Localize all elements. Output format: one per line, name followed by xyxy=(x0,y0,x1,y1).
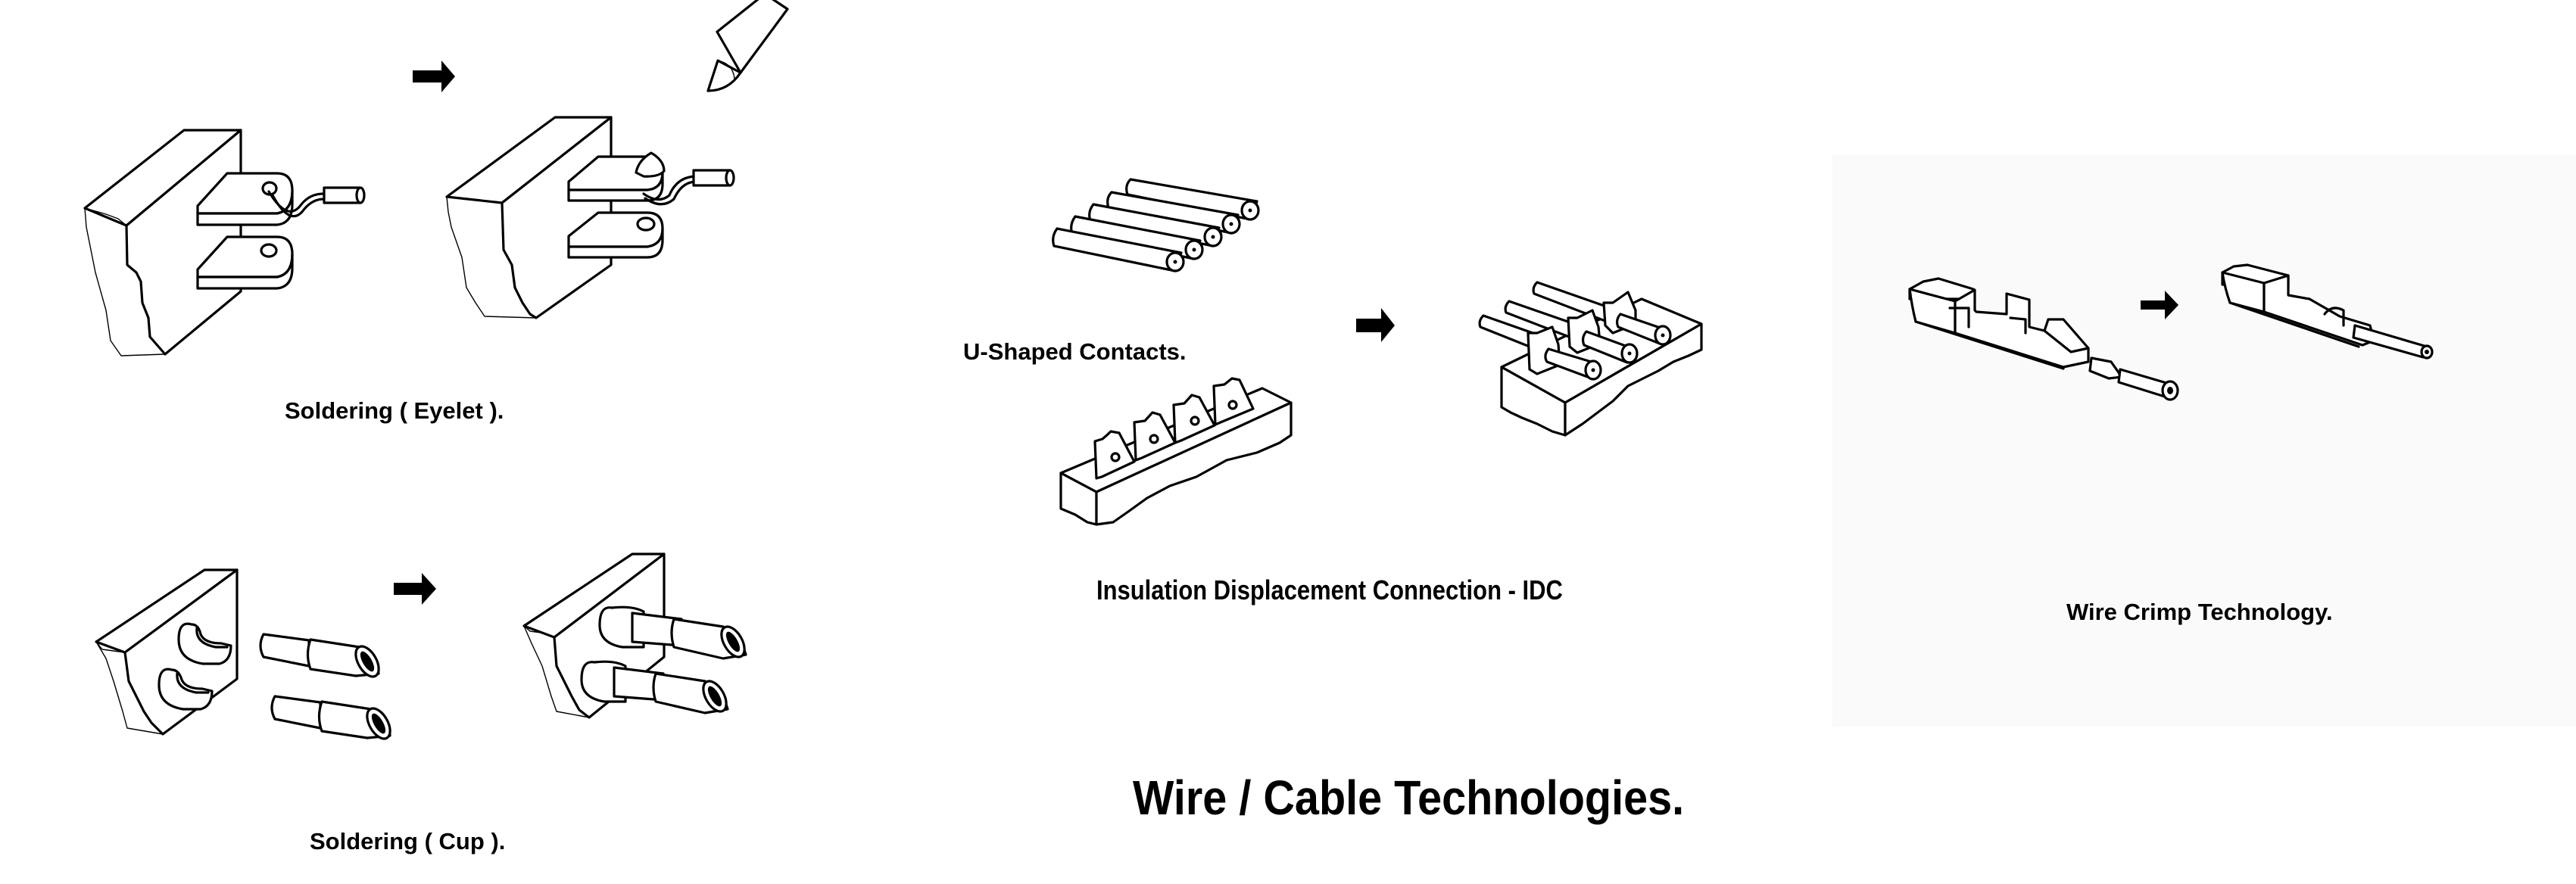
idc-assembled-drawing xyxy=(1478,281,1703,437)
cup-wire-upper xyxy=(259,633,380,678)
eyelet-after-drawing xyxy=(445,0,789,319)
u-shaped-contact xyxy=(1093,430,1136,480)
eyelet-wire xyxy=(267,186,366,218)
idc-ribbon-wires xyxy=(1052,178,1260,272)
crimp-after-drawing xyxy=(2221,263,2434,360)
cup-terminal-upper xyxy=(177,622,232,665)
idc-wire xyxy=(1052,227,1185,272)
cup-terminal-lower xyxy=(580,660,729,714)
eyelet-block xyxy=(445,116,613,319)
eyelet-terminal-upper xyxy=(567,151,666,202)
idc-wire xyxy=(1504,300,1580,341)
eyelet-block xyxy=(83,129,242,356)
idc-wire xyxy=(1106,191,1241,235)
caption-wire-crimp: Wire Crimp Technology. xyxy=(2066,599,2333,625)
cup-wire-lower xyxy=(270,695,391,740)
right-arrow-icon xyxy=(2141,291,2178,319)
cup-terminal-lower xyxy=(157,668,214,711)
idc-wire xyxy=(1478,314,1539,350)
crimp-wire-stripped xyxy=(2088,356,2179,401)
figure-title: Wire / Cable Technologies. xyxy=(1133,770,1685,825)
eyelet-terminal-upper xyxy=(196,172,294,226)
caption-u-shaped-contacts: U-Shaped Contacts. xyxy=(963,338,1187,365)
soldering-iron-icon xyxy=(706,0,789,92)
crimp-panel-background xyxy=(1832,155,2576,727)
right-arrow-icon xyxy=(1356,308,1395,342)
caption-soldering-eyelet: Soldering ( Eyelet ). xyxy=(285,397,504,424)
u-shaped-contact xyxy=(1172,394,1216,444)
crimp-wire-insulated xyxy=(2352,324,2428,359)
right-arrow-icon xyxy=(413,61,455,92)
caption-soldering-cup: Soldering ( Cup ). xyxy=(310,828,506,854)
eyelet-terminal-lower xyxy=(567,211,664,259)
cup-before-drawing xyxy=(95,568,391,740)
caption-idc: Insulation Displacement Connection - IDC xyxy=(1096,574,1563,605)
u-shaped-contact xyxy=(1212,377,1255,426)
crimp-before-drawing xyxy=(1908,277,2179,401)
eyelet-terminal-lower xyxy=(196,235,294,290)
cup-terminal-upper xyxy=(598,605,747,660)
cup-after-drawing xyxy=(522,552,747,719)
eyelet-wire xyxy=(642,169,735,206)
idc-contact-block xyxy=(1059,377,1293,526)
u-shaped-contact xyxy=(1133,411,1177,462)
right-arrow-icon xyxy=(394,573,436,605)
solder-drop xyxy=(635,151,666,178)
eyelet-before-drawing xyxy=(83,129,366,356)
